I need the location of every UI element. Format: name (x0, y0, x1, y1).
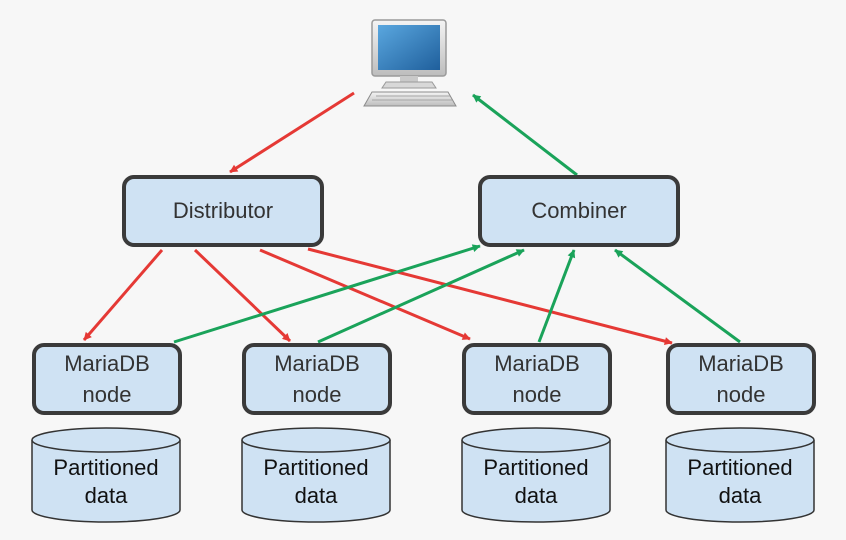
database-cylinder-4 (665, 427, 815, 523)
database-cylinder-3 (461, 427, 611, 523)
arrow-combiner-to-computer (472, 93, 578, 177)
arrow-node-2-to-combiner (317, 248, 525, 344)
node-label-line1: MariaDB (64, 351, 150, 376)
database-label-3: Partitioned data (462, 454, 610, 510)
distributor-box: Distributor (122, 175, 324, 247)
node-label-line2: node (82, 382, 132, 407)
node-label-line2: node (292, 382, 342, 407)
database-label-4: Partitioned data (666, 454, 814, 510)
arrow-node-4-to-combiner (614, 248, 741, 344)
database-label-line2: data (718, 483, 762, 508)
arrow-distributor-to-node-2 (193, 248, 292, 343)
mariadb-node-1: MariaDB node (32, 343, 182, 415)
database-label-line1: Partitioned (483, 455, 589, 480)
node-label-line1: MariaDB (274, 351, 360, 376)
desktop-computer-icon (363, 19, 457, 107)
node-label-line2: node (512, 382, 562, 407)
arrow-computer-to-distributor (229, 91, 355, 174)
database-label-2: Partitioned data (242, 454, 390, 510)
database-label-1: Partitioned data (32, 454, 180, 510)
arrow-node-3-to-combiner (537, 249, 576, 343)
node-label-line1: MariaDB (698, 351, 784, 376)
database-label-line2: data (294, 483, 338, 508)
arrow-distributor-to-node-4 (307, 247, 673, 346)
arrow-distributor-to-node-1 (82, 249, 164, 341)
node-label-line1: MariaDB (494, 351, 580, 376)
distributor-label: Distributor (172, 198, 274, 223)
node-label-line2: node (716, 382, 766, 407)
database-label-line1: Partitioned (53, 455, 159, 480)
combiner-box: Combiner (478, 175, 680, 247)
mariadb-node-4: MariaDB node (666, 343, 816, 415)
mariadb-node-2: MariaDB node (242, 343, 392, 415)
database-label-line2: data (514, 483, 558, 508)
mariadb-node-3: MariaDB node (462, 343, 612, 415)
database-label-line1: Partitioned (263, 455, 369, 480)
database-cylinder-2 (241, 427, 391, 523)
database-cylinder-1 (31, 427, 181, 523)
arrow-distributor-to-node-3 (259, 248, 471, 341)
database-label-line1: Partitioned (687, 455, 793, 480)
combiner-label: Combiner (531, 198, 627, 223)
database-label-line2: data (84, 483, 128, 508)
arrow-node-1-to-combiner (173, 244, 481, 344)
